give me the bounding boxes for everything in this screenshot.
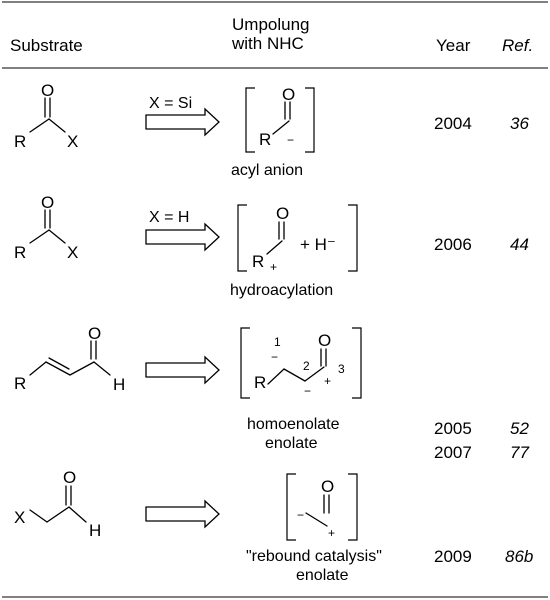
row-3-caption-line1: homoenolate [247, 416, 340, 433]
atom-X: X [67, 243, 78, 262]
row-1-year: 2004 [434, 114, 472, 133]
row-1-condition: X = Si [149, 95, 192, 112]
row-4-umpolung-arrow [145, 499, 220, 529]
hydride: + H⁻ [300, 235, 336, 254]
atom-H: H [113, 375, 125, 394]
row-1-umpolung-arrow [145, 107, 220, 137]
atom-O: O [63, 468, 76, 487]
header-year: Year [436, 36, 471, 55]
atom-R: R [14, 243, 26, 262]
row-4-arrow [145, 499, 220, 529]
atom-O: O [41, 81, 54, 100]
atom-O: O [282, 85, 295, 104]
atom-H: H [89, 521, 101, 540]
row-4-year: 2009 [434, 547, 472, 566]
row-4-intermediate: O − + "rebound catalysis" enolate [246, 473, 382, 584]
row-4-ref: 86b [505, 547, 533, 566]
row-2-intermediate: O R + + H⁻ hydroacylation [230, 204, 358, 299]
row-3-bracket-right [352, 327, 362, 399]
row-2-bracket-left [237, 204, 247, 272]
atom-R: R [254, 373, 266, 392]
position-1: 1 [274, 335, 281, 349]
row-1-bracket-right [305, 87, 315, 153]
carbanion-charge: − [297, 508, 304, 522]
row-3-substrate: O R H [14, 324, 125, 394]
row-3-ref-2: 77 [510, 443, 529, 462]
atom-R: R [14, 132, 26, 151]
enolate-charge: − [304, 384, 311, 398]
row-1-substrate: O R X [14, 81, 78, 151]
row-3-ref-1: 52 [510, 419, 529, 438]
row-4-substrate: O X H [14, 468, 101, 540]
atom-O: O [41, 193, 54, 212]
atom-R: R [14, 374, 26, 393]
atom-O: O [88, 324, 101, 343]
row-4-caption-line1: "rebound catalysis" [246, 548, 382, 565]
header-umpolung: Umpolung [232, 15, 310, 34]
row-3-bracket-left [240, 327, 250, 399]
atom-O: O [276, 204, 289, 223]
atom-X: X [14, 508, 25, 527]
row-2-year: 2006 [434, 235, 472, 254]
row-2-bracket-right [348, 204, 358, 272]
acylium-charge: + [270, 260, 277, 274]
row-2-caption: hydroacylation [230, 282, 333, 299]
atom-O: O [318, 331, 331, 350]
position-3-charge: + [324, 374, 331, 388]
row-1-intermediate: O R − acyl anion [231, 85, 315, 179]
atom-R: R [252, 252, 264, 271]
position-1-charge: − [271, 350, 278, 364]
row-1-bracket-left [245, 87, 255, 153]
row-1-ref: 36 [510, 114, 529, 133]
acylium-charge: + [328, 526, 335, 540]
row-2-ref: 44 [510, 235, 529, 254]
row-2-umpolung-arrow [145, 222, 220, 252]
row-2-condition: X = H [149, 209, 189, 226]
row-3-caption-line2: enolate [265, 435, 318, 452]
row-1-arrow: X = Si [145, 95, 220, 137]
row-3-year-1: 2005 [434, 419, 472, 438]
row-4-caption-line2: enolate [296, 567, 349, 584]
header-with-nhc: with NHC [231, 34, 304, 53]
row-4-bracket-left [286, 473, 296, 541]
anion-charge: − [287, 133, 294, 147]
row-2-arrow: X = H [145, 209, 220, 252]
row-3-arrow [145, 355, 220, 385]
row-1-caption: acyl anion [231, 162, 303, 179]
position-3: 3 [338, 362, 345, 376]
row-3-year-2: 2007 [434, 443, 472, 462]
row-3-umpolung-arrow [145, 355, 220, 385]
position-2: 2 [303, 359, 310, 373]
row-4-bracket-right [348, 473, 358, 541]
row-3-intermediate: O R 1 − 2 3 + − homoenolate enolate [240, 327, 362, 452]
atom-X: X [67, 132, 78, 151]
header-substrate: Substrate [10, 36, 83, 55]
header-ref: Ref. [502, 36, 533, 55]
atom-R: R [259, 130, 271, 149]
atom-O: O [321, 477, 334, 496]
row-2-substrate: O R X [14, 193, 78, 262]
